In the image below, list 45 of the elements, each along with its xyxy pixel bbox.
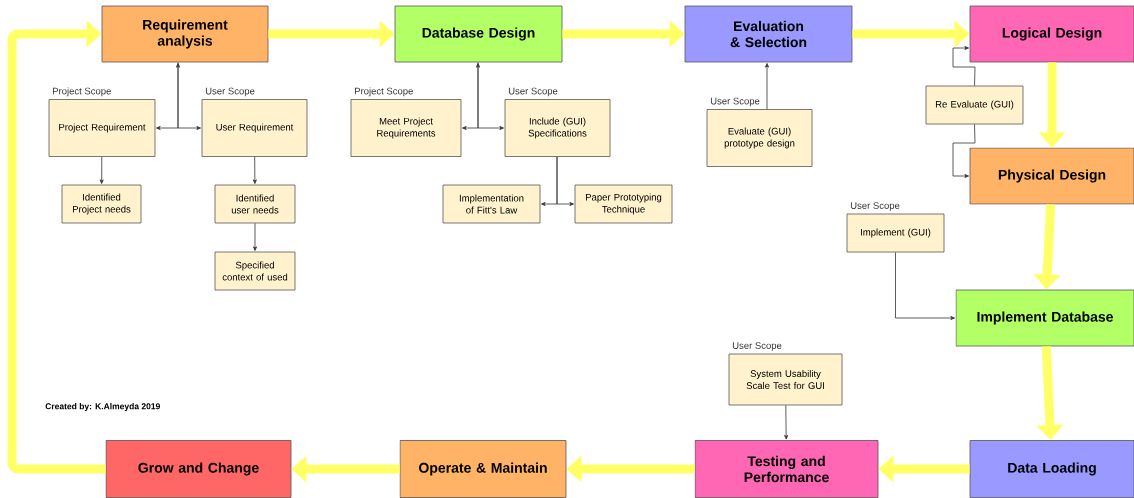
stage-box: Testing and Performance	[694, 440, 879, 498]
stage-box: Grow and Change	[105, 440, 292, 498]
arrow	[177, 62, 201, 130]
arrow	[784, 405, 789, 440]
stage-box: Requirement analysis	[101, 5, 269, 63]
arrow	[477, 62, 504, 130]
arrow	[99, 156, 104, 184]
scope-label: User Scope	[850, 202, 900, 211]
task-box: Evaluate (GUI) prototype design	[706, 109, 813, 167]
stage-box: Data Loading	[969, 440, 1134, 498]
task-box: Include (GUI) Specifications	[504, 99, 611, 157]
task-box: Implement (GUI)	[846, 213, 945, 253]
task-box: Paper Prototyping Technique	[574, 184, 673, 224]
task-box: Re Evaluate (GUI)	[925, 85, 1024, 125]
credit-text: Created by: K.Almeyda 2019	[45, 403, 160, 411]
arrow	[765, 63, 769, 110]
stage-box: Operate & Maintain	[399, 440, 567, 498]
scope-label: User Scope	[710, 97, 760, 107]
arrow	[156, 63, 180, 130]
block-arrow	[7, 20, 106, 474]
task-box: Identified user needs	[214, 184, 296, 224]
arrow	[556, 156, 574, 206]
arrow	[952, 124, 976, 178]
task-box: Identified Project needs	[61, 184, 142, 224]
arrow	[462, 63, 480, 130]
scope-label: Project Scope	[53, 87, 111, 97]
scope-label: User Scope	[732, 342, 782, 351]
task-box: Specified context of used	[214, 251, 296, 291]
stage-box: Evaluation & Selection	[684, 5, 853, 63]
task-box: Project Requirement	[48, 99, 156, 157]
stage-box: Implement Database	[955, 289, 1134, 347]
scope-label: User Scope	[205, 87, 255, 97]
task-box: System Usability Scale Test for GUI	[728, 353, 843, 406]
arrow	[252, 156, 257, 184]
stage-box: Database Design	[394, 5, 563, 63]
stage-box: Physical Design	[969, 147, 1134, 205]
task-box: Implementation of Fitt's Law	[442, 184, 541, 224]
task-box: Meet Project Requirements	[350, 99, 462, 157]
task-box: User Requirement	[201, 99, 308, 157]
arrow	[253, 223, 257, 251]
scope-label: Project Scope	[355, 87, 413, 97]
stage-box: Logical Design	[969, 5, 1134, 63]
arrow	[952, 46, 976, 86]
arrow	[895, 252, 955, 320]
scope-label: User Scope	[508, 87, 558, 97]
